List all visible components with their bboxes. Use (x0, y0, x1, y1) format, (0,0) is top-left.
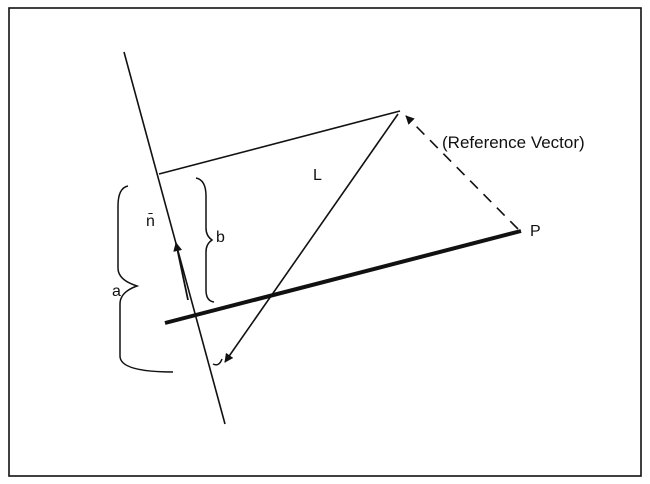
top-projection-line (158, 110, 401, 175)
brace-b (195, 177, 215, 303)
reference-vector-arrow (405, 115, 519, 230)
point-p-label: P (530, 223, 541, 240)
vector-l-hook (212, 358, 223, 366)
figure-border (8, 7, 642, 477)
normal-axis-line (123, 51, 226, 425)
vector-l-label: L (313, 167, 322, 184)
reference-vector-label: (Reference Vector) (442, 133, 585, 152)
plane-line (164, 229, 522, 325)
brace-a (117, 185, 174, 373)
normal-vector-arrow (173, 242, 189, 301)
vector-l-arrow (224, 113, 399, 363)
distance-a-label: a (112, 283, 121, 300)
distance-b-label: b (216, 229, 225, 246)
normal-n-label: n̄ (146, 213, 155, 230)
